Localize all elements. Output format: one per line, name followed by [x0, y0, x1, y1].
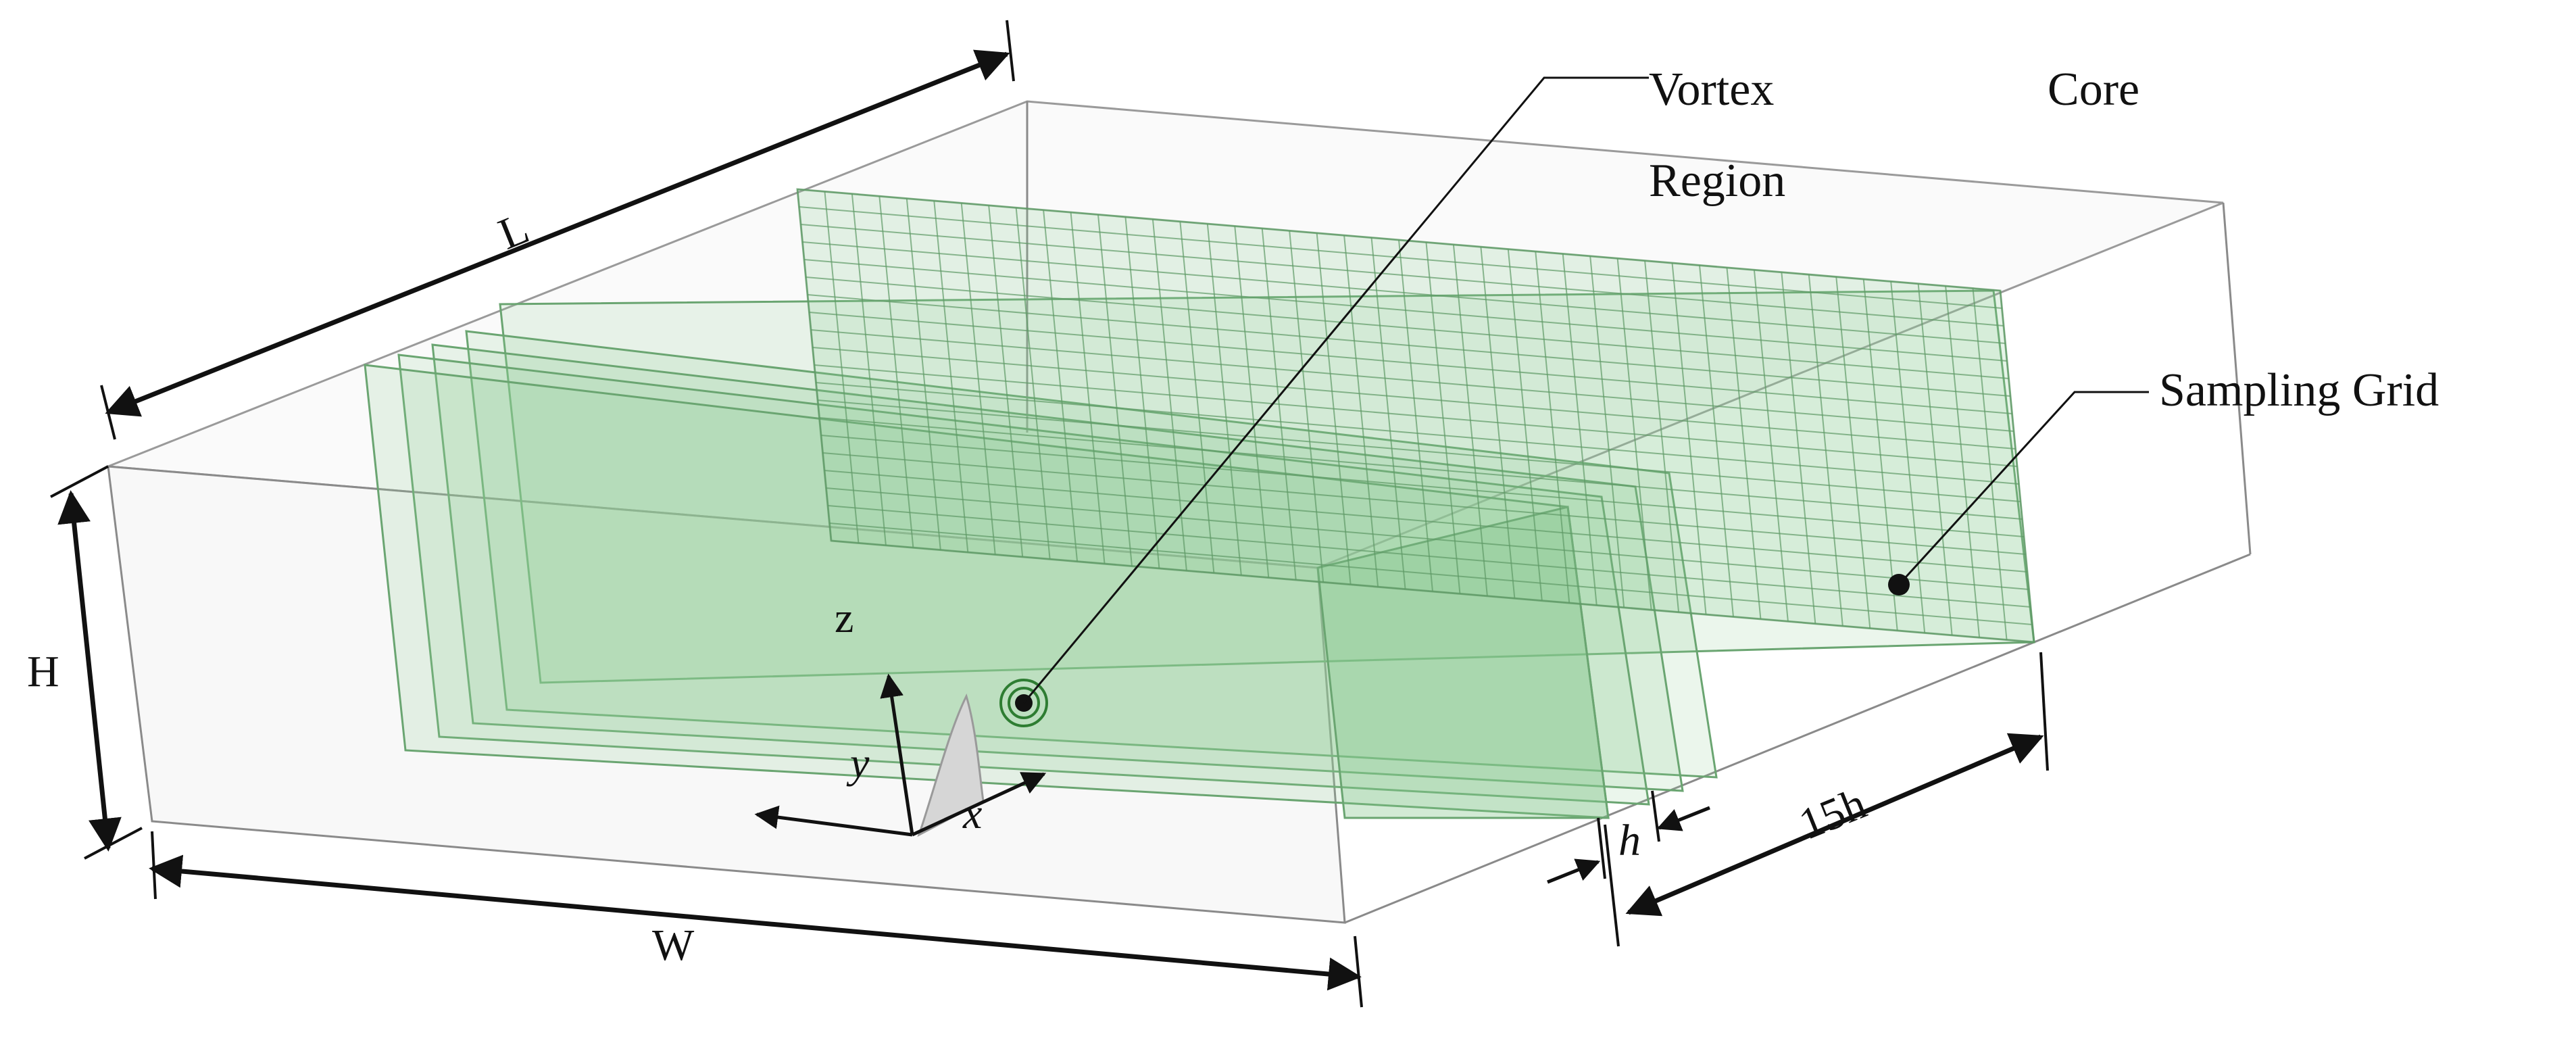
- annotation-leaders: [1022, 76, 2149, 704]
- downstream-tick-start: [1604, 824, 1620, 947]
- vortex-core-leader: [1022, 76, 1649, 704]
- grid-line-horizontal: [829, 522, 2033, 625]
- grid-line-horizontal: [824, 470, 2028, 573]
- spacing-tick-right: [1651, 790, 1660, 842]
- y-axis-arrow: [754, 805, 913, 837]
- grid-line-horizontal: [817, 399, 2021, 502]
- spacing-h-label: h: [1618, 816, 1641, 865]
- computational-domain-box: [107, 100, 2252, 924]
- height-tick-bottom: [84, 827, 143, 860]
- vortex-core-ring-inner: [1008, 687, 1040, 719]
- grid-line-horizontal: [822, 452, 2026, 555]
- width-label: W: [652, 921, 695, 970]
- x-axis-label: x: [962, 789, 982, 837]
- grid-line-horizontal: [816, 382, 2019, 485]
- length-dimension: [105, 49, 1010, 417]
- grid-line-horizontal: [814, 364, 2018, 467]
- downstream-tick-end: [2039, 652, 2049, 771]
- vortex-core-label-word1: Vortex: [1649, 64, 1774, 116]
- sampling-grid-leader: [1898, 391, 2149, 586]
- y-axis-label: y: [846, 739, 870, 787]
- sampling-grid-label: Sampling Grid: [2159, 364, 2439, 416]
- vortex-generator-fin: [917, 693, 985, 837]
- grid-line-horizontal: [819, 417, 2023, 520]
- z-axis-label: z: [835, 593, 853, 641]
- sampling-plane-front-segment: [1316, 506, 1610, 819]
- vortex-core-label-word2: Core: [2048, 64, 2139, 116]
- height-tick-top: [50, 465, 109, 498]
- spacing-arrow-right: [1656, 806, 1710, 831]
- dimension-lines: [50, 20, 2049, 1008]
- coordinate-axes: [754, 673, 1047, 837]
- grid-line-horizontal: [820, 435, 2025, 537]
- sampling-grid-point: [1888, 574, 1910, 596]
- x-axis-arrow: [911, 772, 1047, 837]
- grid-line-horizontal: [831, 540, 2035, 643]
- height-label: H: [27, 647, 59, 696]
- grid-line-horizontal: [812, 347, 2016, 449]
- grid-line-horizontal: [810, 329, 2014, 432]
- grid-line-horizontal: [827, 505, 2031, 608]
- vortex-generator: [917, 693, 985, 837]
- spacing-tick-left: [1597, 817, 1606, 879]
- length-tick-start: [100, 385, 116, 440]
- width-tick-start: [151, 831, 157, 900]
- sampling-planes: [364, 289, 2035, 819]
- vortex-core-ring-outer: [999, 679, 1048, 727]
- width-tick-end: [1354, 935, 1363, 1008]
- height-dimension: [57, 490, 122, 852]
- length-tick-end: [1006, 20, 1015, 82]
- width-dimension: [149, 854, 1362, 991]
- grid-line-horizontal: [826, 487, 2029, 590]
- spacing-arrow-left: [1547, 858, 1601, 884]
- z-axis-arrow: [880, 673, 914, 835]
- length-label: L: [492, 203, 536, 260]
- vortex-core-label-line2: Region: [1649, 155, 1785, 207]
- domain-back-right-edge: [2222, 202, 2252, 555]
- downstream-dimension: [1625, 733, 2044, 917]
